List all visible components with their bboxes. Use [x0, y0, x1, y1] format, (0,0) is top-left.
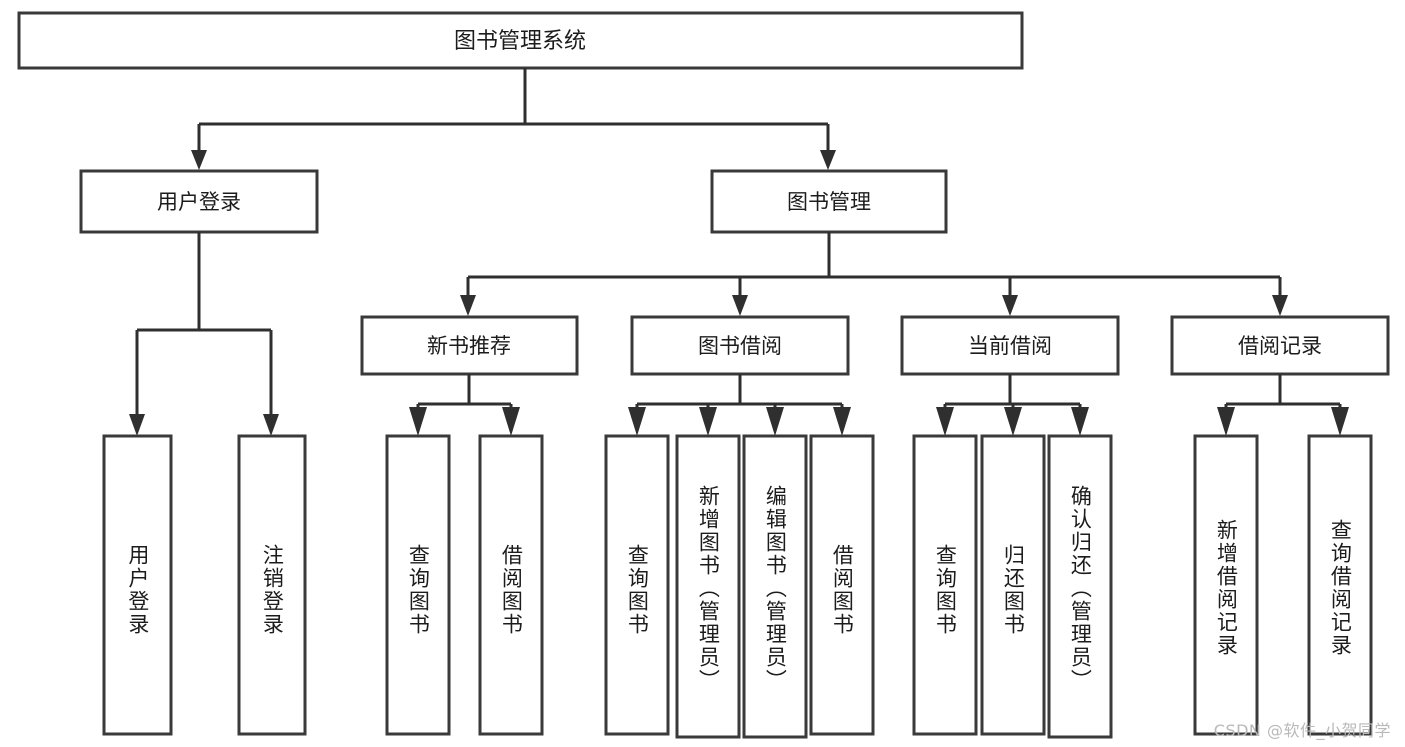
leaf-box-query-book-2[interactable] — [604, 434, 670, 736]
leaf-box-user-logout[interactable] — [237, 434, 307, 736]
new-book-recommend-label: 新书推荐 — [427, 334, 511, 358]
new-book-recommend-box[interactable] — [360, 315, 579, 376]
node-user-login[interactable]: 用户登录 — [79, 169, 319, 234]
connector-borrow-record-to-leaves — [1217, 374, 1349, 436]
csdn-watermark: CSDN @软件_小贺同学 — [1213, 721, 1391, 740]
leaf-box-borrow-book-2[interactable] — [809, 434, 875, 736]
arrowhead-to-book-manage — [820, 150, 836, 170]
leaf-box-add-book[interactable] — [675, 434, 741, 739]
leaf-box-confirm-return[interactable] — [1047, 434, 1113, 739]
node-new-book-recommend[interactable]: 新书推荐 — [360, 315, 579, 376]
connector-book-borrow-to-leaves — [628, 374, 851, 436]
leaf-box-user-login[interactable] — [102, 434, 173, 736]
node-current-borrow[interactable]: 当前借阅 — [900, 315, 1120, 376]
root-label: 图书管理系统 — [454, 29, 586, 54]
leaf-box-add-record[interactable] — [1193, 434, 1259, 736]
connector-root-to-level2 — [191, 68, 836, 170]
connector-book-manage-to-level3 — [460, 232, 1288, 316]
node-book-borrow[interactable]: 图书借阅 — [630, 315, 850, 376]
connector-user-login-to-leaves — [129, 232, 279, 436]
book-manage-label: 图书管理 — [787, 190, 871, 214]
user-login-label: 用户登录 — [157, 190, 241, 214]
current-borrow-box[interactable] — [900, 315, 1120, 376]
connector-new-book-recommend-to-leaves — [409, 374, 520, 436]
leaf-box-query-book-3[interactable] — [912, 434, 978, 736]
node-book-manage[interactable]: 图书管理 — [710, 169, 948, 234]
leaf-box-query-record[interactable] — [1307, 434, 1373, 736]
leaf-box-query-book-1[interactable] — [385, 434, 451, 736]
leaf-box-return-book[interactable] — [980, 434, 1046, 736]
node-root[interactable]: 图书管理系统 — [17, 11, 1024, 70]
current-borrow-label: 当前借阅 — [968, 334, 1052, 358]
leaf-box-borrow-book-1[interactable] — [478, 434, 544, 736]
book-borrow-label: 图书借阅 — [698, 334, 782, 358]
leaf-box-edit-book[interactable] — [742, 434, 808, 739]
arrowhead-to-user-login — [191, 150, 207, 170]
user-login-box[interactable] — [79, 169, 319, 234]
root-box[interactable] — [17, 11, 1024, 70]
connector-current-borrow-to-leaves — [936, 374, 1089, 436]
node-borrow-record[interactable]: 借阅记录 — [1170, 315, 1390, 376]
borrow-record-label: 借阅记录 — [1238, 334, 1322, 358]
